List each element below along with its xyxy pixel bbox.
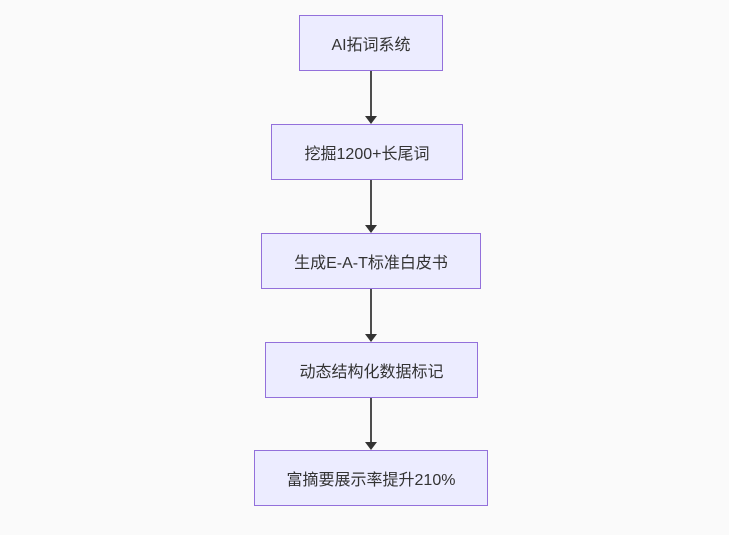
edge-line-c-d: [370, 289, 372, 335]
flow-node-dynamic-structured-data-markup: 动态结构化数据标记: [265, 342, 478, 398]
arrowhead-icon: [365, 225, 377, 233]
edge-line-d-e: [370, 398, 372, 443]
flow-node-mine-longtail-keywords: 挖掘1200+长尾词: [271, 124, 463, 180]
flow-node-ai-word-expansion-system: AI拓词系统: [299, 15, 443, 71]
flow-node-generate-eat-whitepaper: 生成E-A-T标准白皮书: [261, 233, 481, 289]
arrowhead-icon: [365, 334, 377, 342]
arrowhead-icon: [365, 442, 377, 450]
edge-line-a-b: [370, 71, 372, 117]
flow-node-rich-snippet-rate-increase: 富摘要展示率提升210%: [254, 450, 488, 506]
arrowhead-icon: [365, 116, 377, 124]
edge-line-b-c: [370, 180, 372, 226]
